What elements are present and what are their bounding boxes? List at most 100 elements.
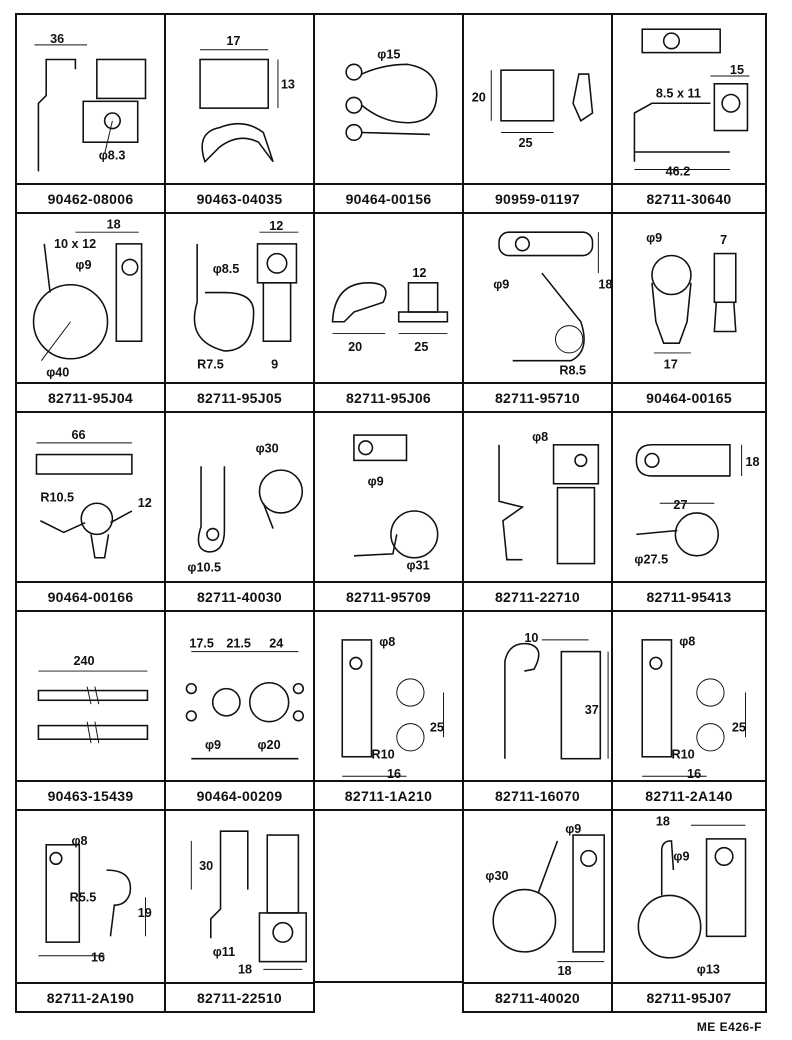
part-cell: 18 φ9 R8.5 82711-95710 [462,212,613,413]
dim-label: φ8 [379,635,395,649]
dim-label: 46.2 [666,164,691,178]
part-number: 82711-1A210 [344,788,433,804]
part-cell: 20 25 90959-01197 [462,13,613,214]
dim-label: R10 [371,748,394,762]
part-cell: φ8 R5.5 19 16 82711-2A190 [15,809,166,1013]
clip-drawing: 17 13 [199,34,295,164]
part-number: 82711-22510 [196,990,283,1006]
parts-grid: 36 φ8.3 90462-08006 17 13 90463-04035 φ1… [15,13,767,1013]
part-number: 82711-95709 [345,589,432,605]
clip-drawing: φ9 7 17 [646,231,737,372]
empty-cell [313,809,464,983]
clip-drawing: φ8 [498,430,600,565]
part-number: 90464-00166 [47,589,134,605]
dim-label: 10 [524,631,538,645]
dim-label: 17 [664,358,678,372]
part-number: 90463-15439 [47,788,134,804]
part-number: 90463-04035 [196,191,283,207]
dim-label: 25 [430,720,444,734]
clip-drawing: 10 37 [504,631,609,760]
clip-drawing: φ9 φ31 [353,434,439,572]
dim-label: φ8 [72,834,88,848]
part-number: 82711-95J07 [646,990,732,1006]
dim-label: 25 [732,720,746,734]
dim-label: R8.5 [559,363,586,377]
dim-label: 16 [91,951,105,965]
dim-label: 7 [720,233,727,247]
clip-drawing: φ30 φ10.5 [187,442,304,574]
part-cell: 17.5 21.5 24 φ9 φ20 90464-00209 [164,610,315,811]
part-number: 82711-2A140 [645,788,733,804]
dim-label: φ30 [256,442,279,456]
clip-drawing: φ15 [345,47,438,142]
dim-label: φ40 [46,365,69,379]
dim-label: φ11 [213,945,235,959]
dim-label: φ9 [565,822,581,836]
part-cell: 12 φ8.5 R7.5 9 82711-95J05 [164,212,315,413]
part-number: 82711-30640 [646,191,732,207]
clip-drawing: 12 φ8.5 R7.5 9 [193,219,299,371]
part-number: 90464-00156 [345,191,432,207]
part-cell: φ9 φ31 82711-95709 [313,411,464,612]
dim-label: φ20 [258,738,281,752]
part-number: 82711-40020 [494,990,581,1006]
part-cell: φ30 φ10.5 82711-40030 [164,411,315,612]
part-cell: 18 27 φ27.5 82711-95413 [611,411,767,612]
part-cell: 17 13 90463-04035 [164,13,315,214]
clip-drawing: 36 φ8.3 [34,32,147,172]
part-number: 82711-95J05 [196,390,283,406]
part-cell: φ8 25 R10 16 82711-2A140 [611,610,767,811]
part-number: 82711-2A190 [46,990,135,1006]
dim-label: R5.5 [70,890,97,904]
dim-label: φ9 [646,231,662,245]
clip-drawing: 18 10 x 12 φ9 φ40 [32,217,143,379]
dim-label: φ9 [75,258,91,272]
clip-drawing: 30 φ11 18 [190,830,307,976]
dim-label: φ10.5 [187,560,221,574]
dim-label: 16 [687,767,701,781]
dim-label: R7.5 [197,357,224,371]
clip-drawing: φ8 25 R10 16 [341,635,444,781]
dim-label: φ8.5 [213,262,240,276]
dim-label: 18 [598,278,611,292]
dim-label: 36 [50,32,64,46]
clip-drawing: φ8 R5.5 19 16 [38,834,152,965]
part-number: 82711-95710 [494,390,581,406]
dim-label: φ27.5 [634,553,668,567]
dim-label: 12 [138,496,152,510]
clip-drawing: 18 27 φ27.5 [634,443,760,567]
part-cell: 66 R10.5 12 90464-00166 [15,411,166,612]
part-number: 82711-40030 [196,589,283,605]
part-number: 90462-08006 [47,191,134,207]
part-cell: 30 φ11 18 82711-22510 [164,809,315,1013]
dim-label: φ9 [368,475,384,489]
part-cell: 18 10 x 12 φ9 φ40 82711-95J04 [15,212,166,413]
dim-label: φ8 [532,430,548,444]
dim-label: 10 x 12 [54,237,96,251]
part-number: 82711-95J04 [47,390,134,406]
dim-label: 25 [414,340,428,354]
dim-label: 20 [472,90,486,104]
part-cell: φ8 25 R10 16 82711-1A210 [313,610,464,811]
dim-label: 25 [519,136,533,150]
dim-label: 19 [138,906,152,920]
clip-drawing: 12 20 25 [331,266,449,354]
dim-label: 18 [557,964,571,978]
clip-drawing: 20 25 [472,69,594,150]
dim-label: φ31 [407,558,430,572]
dim-label: R10 [671,748,694,762]
dim-label: 16 [387,767,401,781]
dim-label: 18 [107,217,121,231]
part-cell: 240 90463-15439 [15,610,166,811]
clip-drawing: 66 R10.5 12 [35,428,152,559]
part-number: 82711-95J06 [345,390,432,406]
dim-label: 66 [72,428,86,442]
dim-label: 18 [746,455,760,469]
dim-label: 18 [238,962,252,976]
dim-label: 15 [730,63,744,77]
dim-label: 27 [673,498,687,512]
dim-label: R10.5 [40,490,74,504]
dim-label: φ9 [205,738,221,752]
part-cell: φ15 90464-00156 [313,13,464,214]
dim-label: 18 [656,814,670,828]
